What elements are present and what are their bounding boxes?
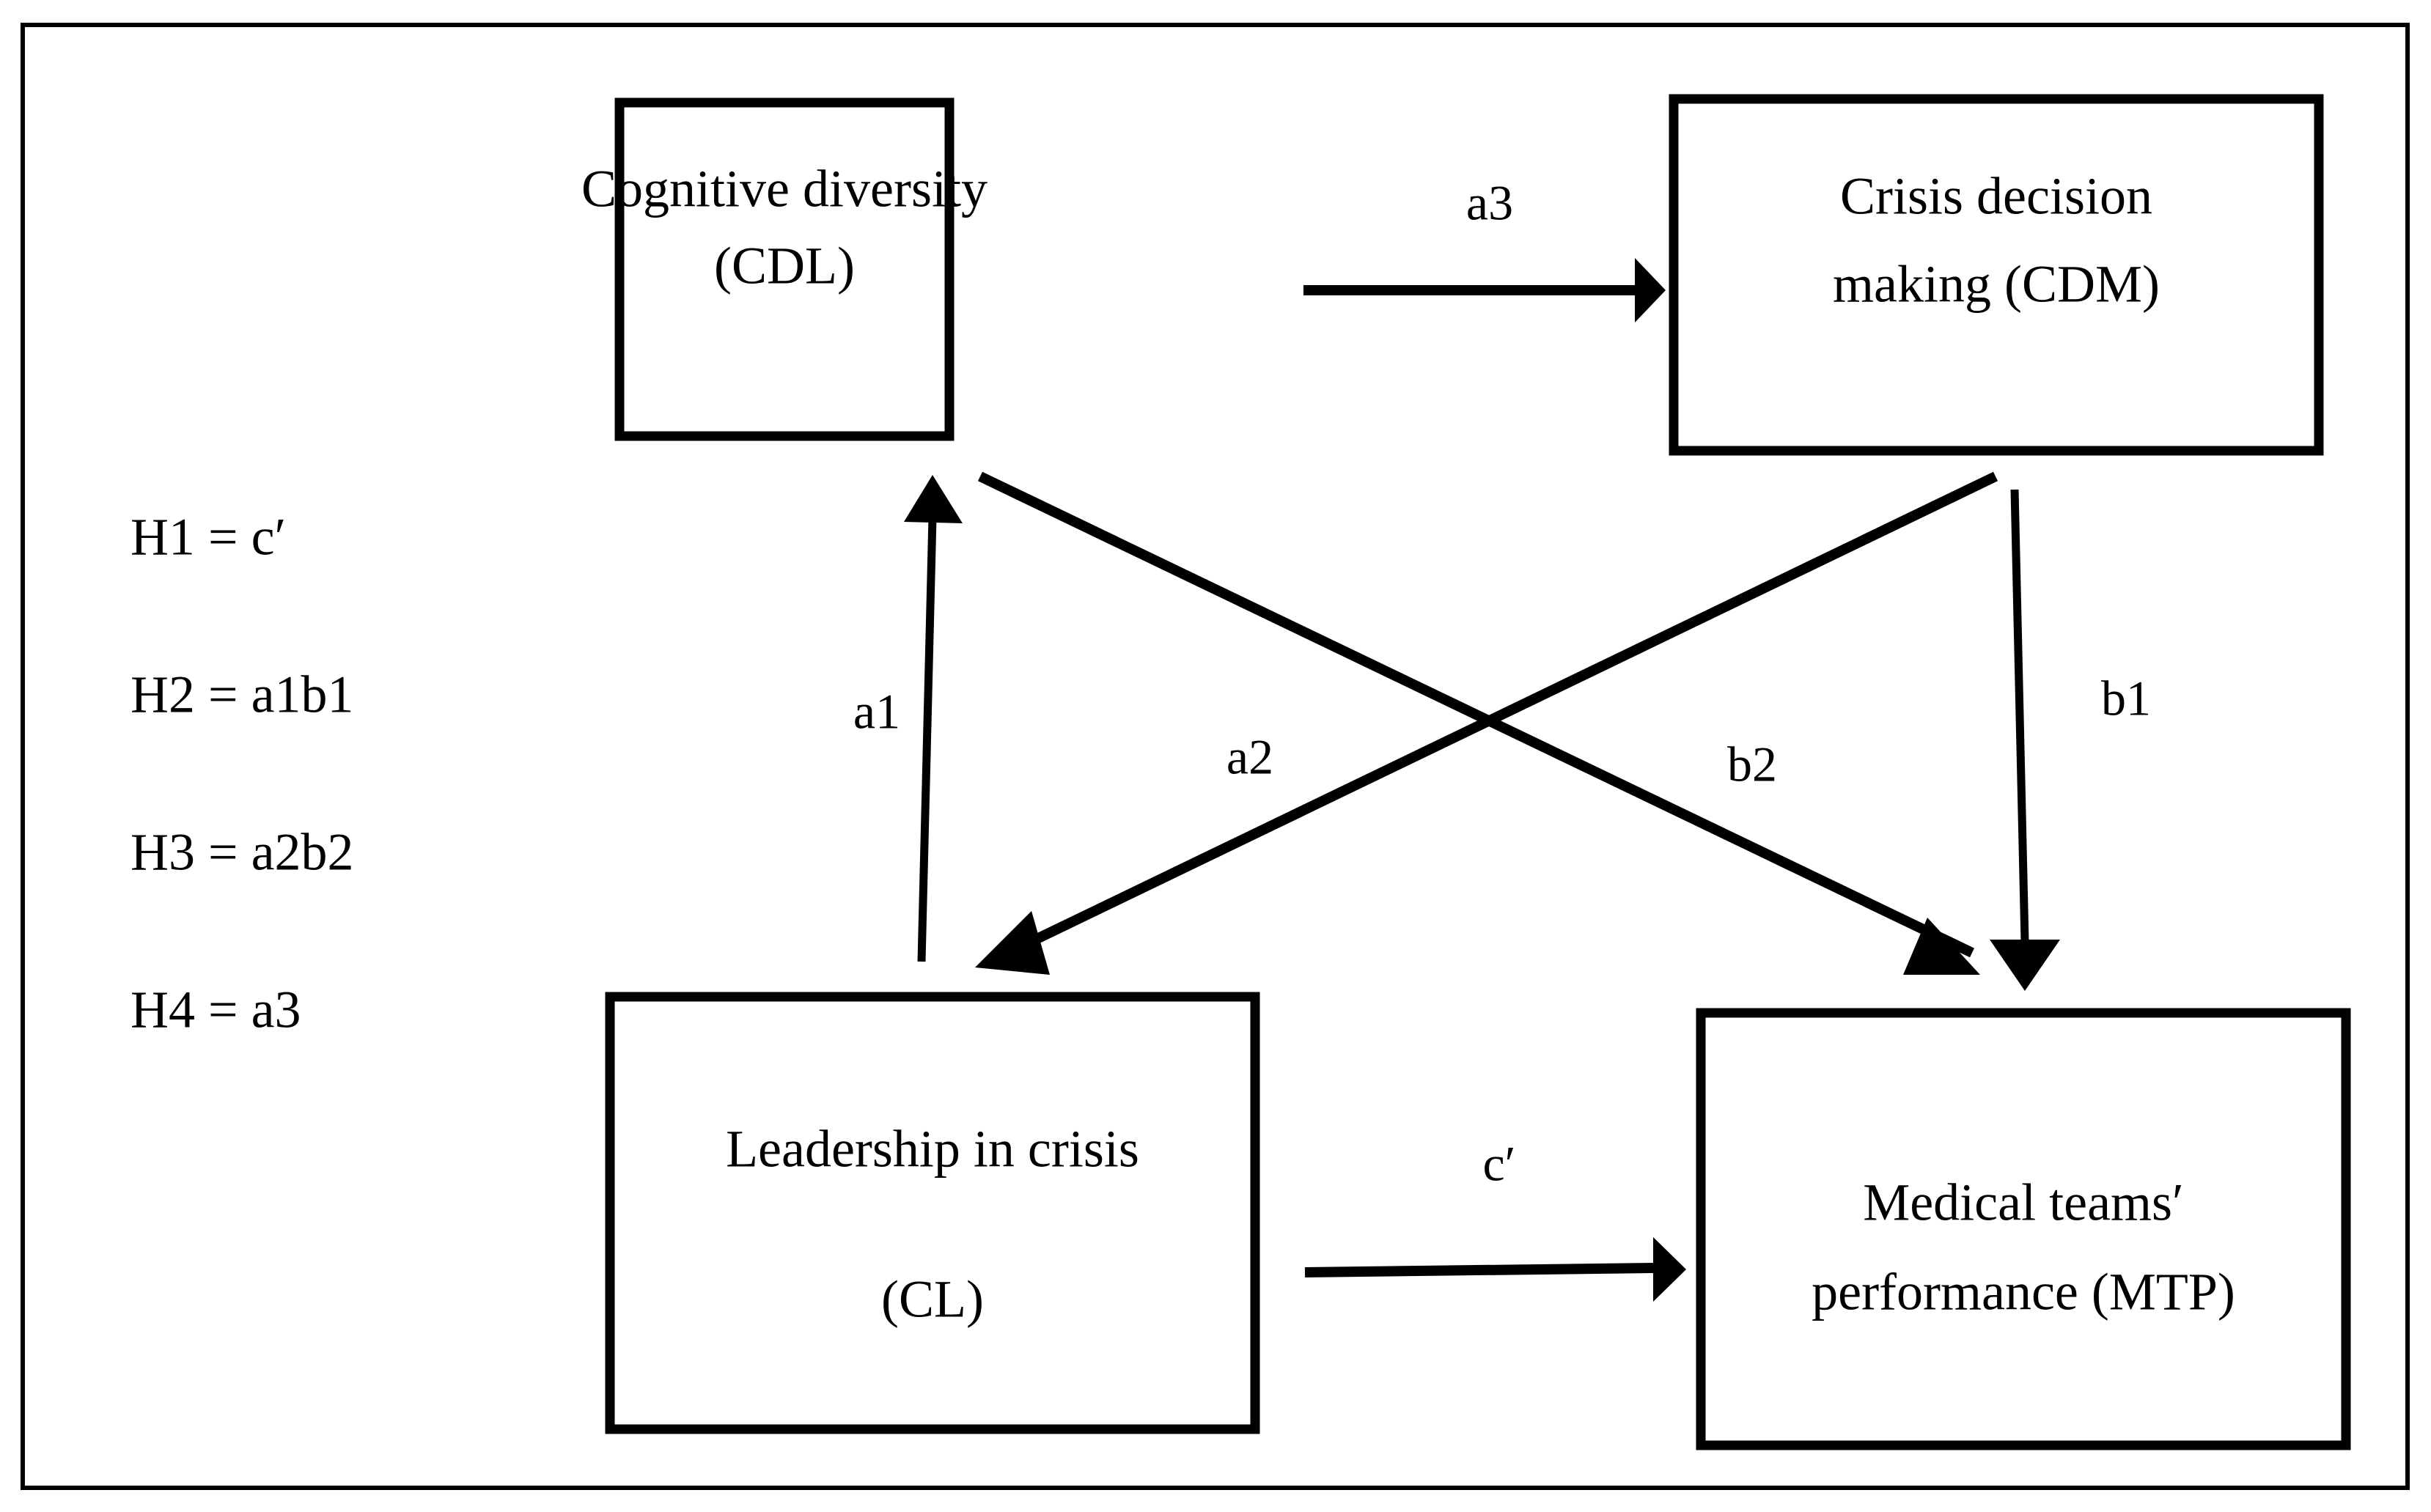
node-cdl-label-line1: Cognitive diversity (581, 160, 988, 218)
edge-cprime-arrowhead (1653, 1237, 1686, 1302)
node-cdl-box[interactable] (614, 97, 955, 441)
node-cl-label-line2: (CL) (881, 1270, 984, 1329)
path-label-b2: b1 (2101, 671, 2151, 726)
path-label-a1: a1 (853, 684, 900, 740)
path-label-a3: a3 (1466, 175, 1513, 231)
edge-a2-cross (975, 471, 1998, 975)
edge-b2-arrowhead (1990, 940, 2060, 991)
edge-a2-line-upper (977, 471, 1975, 958)
node-mtp-label-line2: performance (MTP) (1812, 1263, 2235, 1321)
path-label-cprime: c′ (1482, 1136, 1515, 1192)
node-cdl[interactable]: Cognitive diversity (CDL) (581, 97, 988, 441)
node-mtp-label-line1: Medical teams′ (1863, 1173, 2184, 1232)
node-cdm-box[interactable] (1669, 94, 2324, 456)
node-mtp-box[interactable] (1696, 1008, 2351, 1450)
edge-b1 (1903, 918, 1980, 975)
node-mtp[interactable]: Medical teams′ performance (MTP) (1696, 1008, 2351, 1450)
path-label-a2: a2 (1226, 729, 1273, 785)
path-label-b1: b2 (1727, 737, 1777, 792)
edge-a3-arrowhead (1635, 258, 1666, 322)
node-cdl-label-line2: (CDL) (714, 237, 855, 295)
edge-a2 (977, 471, 1975, 958)
edge-a2-cross-line (1005, 471, 1998, 958)
node-cl-box[interactable] (605, 992, 1260, 1434)
hypothesis-h1: H1 = c′ (130, 508, 286, 567)
hypothesis-h3: H3 = a2b2 (130, 823, 354, 882)
node-cdm[interactable]: Crisis decision making (CDM) (1669, 94, 2324, 456)
node-cdm-label-line2: making (CDM) (1833, 255, 2160, 314)
hypothesis-h2: H2 = a1b1 (130, 665, 354, 724)
node-cl-label-line1: Leadership in crisis (726, 1120, 1139, 1179)
figure-border (21, 23, 2410, 1490)
edge-b2-line (2010, 489, 2029, 943)
edge-a2-cross-arrowhead (975, 911, 1050, 975)
edge-b1-arrowhead (1903, 918, 1980, 975)
edge-a3 (1303, 258, 1666, 322)
hypothesis-h4: H4 = a3 (130, 981, 301, 1039)
node-cl[interactable]: Leadership in crisis (CL) (605, 992, 1260, 1434)
edge-b2 (1990, 489, 2060, 991)
node-cdm-label-line1: Crisis decision (1840, 167, 2152, 226)
edge-a1 (904, 475, 963, 962)
edge-a1-arrowhead (904, 475, 963, 523)
edge-cprime-line (1304, 1263, 1654, 1277)
edge-a1-line (917, 517, 937, 962)
edge-cprime (1304, 1237, 1686, 1302)
